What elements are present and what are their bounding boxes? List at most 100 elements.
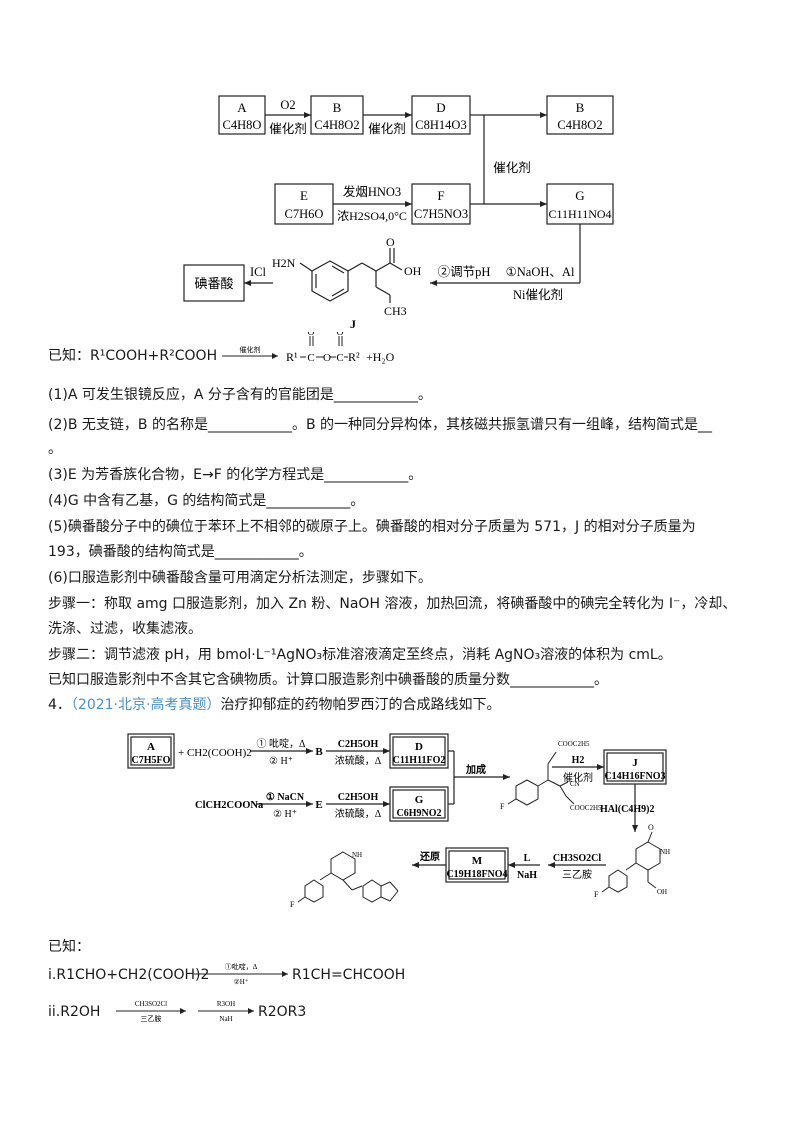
question-3: (3)E 为芳香族化合物，E→F 的化学方程式是____________。	[48, 467, 423, 483]
s2-label-b: B	[315, 746, 323, 758]
arrow-gj-top-1: ②调节pH	[438, 265, 491, 279]
j-carbonyl-o: O	[386, 235, 395, 249]
s2-arrow-ms-top: CH3SO2Cl	[553, 853, 602, 864]
question-5: (5)碘番酸分子中的碘位于苯环上不相邻的碳原子上。碘番酸的相对分子质量为 571…	[48, 519, 696, 535]
known-2-i-left: i.R1CHO+CH2(COOH)2	[48, 967, 210, 983]
s2-arrow-ab-top: ① 吡啶，Δ	[257, 737, 306, 750]
arrow-icl-label: ICl	[250, 265, 267, 279]
question-5-cont: 193，碘番酸的结构简式是____________。	[48, 544, 313, 560]
box-e-letter: E	[300, 188, 308, 203]
known-1-diagram: 催化剂 R¹ R² +H₂O C O C O O	[222, 332, 395, 364]
known-2-i-cond-top: ①吡啶，Δ	[225, 962, 258, 971]
s2-arrow-e-bottom: ② H⁺	[273, 809, 297, 820]
known-2-ii-cond1-top: CH3SO2Cl	[135, 1000, 167, 1008]
s2-arrow-bd-top: C2H5OH	[338, 739, 379, 750]
s2-arrow-ab-bottom: ② H⁺	[269, 756, 293, 767]
s2-arrow-l-bottom: NaH	[517, 870, 537, 881]
s2-box-d-letter: D	[415, 741, 423, 753]
box-b2-formula: C4H8O2	[557, 118, 602, 132]
s2-arrow-j-bottom: 催化剂	[563, 771, 593, 784]
s2-arrow-j-top: H2	[572, 755, 585, 766]
s2-box-g-letter: G	[415, 794, 424, 806]
s2-ester-label-1: COOC2H5	[558, 740, 590, 748]
known-2-ii: ii.R2OH	[48, 1002, 100, 1022]
s2-box-d-formula: C11H11FO2	[393, 755, 446, 766]
s2-arrow-reduce: 还原	[419, 850, 440, 863]
structure-j	[299, 248, 403, 303]
s2-addition-product	[507, 751, 575, 806]
question-6-step-2: 步骤二：调节滤液 pH，用 bmol·L⁻¹AgNO₃标准溶液滴定至终点，消耗 …	[48, 647, 672, 663]
box-f-letter: F	[437, 188, 444, 203]
s2-arrow-bd-bottom: 浓硫酸，Δ	[335, 754, 382, 767]
known-2-ii-left: ii.R2OH	[48, 1004, 101, 1020]
s2-arrow-e-top: ① NaCN	[266, 792, 305, 803]
box-b2-letter: B	[576, 100, 585, 115]
box-f-formula: C7H5NO3	[414, 207, 468, 221]
known-2-ii-right: R2OR3	[258, 1004, 307, 1020]
question-6-final: 已知口服造影剂中不含其它含碘物质。计算口服造影剂中碘番酸的质量分数_______…	[48, 672, 608, 688]
known-2-i: i.R1CHO+CH2(COOH)2	[48, 965, 209, 985]
s2-arrow-eg-bottom: 浓硫酸，Δ	[335, 807, 382, 820]
known-1: 已知：R¹COOH+R²COOH	[48, 346, 217, 366]
s2-box-m-formula: C19H18FNO4	[446, 869, 507, 880]
arrow-dg-label: 催化剂	[493, 160, 531, 175]
j-label: J	[350, 317, 356, 331]
q4-text: 治疗抑郁症的药物帕罗西汀的合成路线如下。	[220, 697, 501, 713]
s2-f-label-2: F	[594, 890, 599, 899]
box-d-letter: D	[436, 100, 445, 115]
j-oh: OH	[404, 264, 422, 278]
s2-label-e: E	[315, 799, 322, 811]
s2-box-j-letter: J	[632, 757, 638, 769]
j-nh2: H2N	[272, 256, 296, 270]
s2-box-m-letter: M	[472, 855, 483, 867]
s2-f-label-3: F	[290, 900, 295, 909]
s2-arrow-l-top: L	[524, 853, 531, 864]
s2-box-j-formula: C14H16FNO3	[604, 771, 665, 782]
scheme-2-diagram: A C7H5FO D C11H11FO2 G C6H9NO2 J C14H16F…	[127, 733, 670, 909]
svg-text:C: C	[336, 352, 343, 364]
scheme-1-diagram: A C4H8O B C4H8O2 D C8H14O3 B C4H8O2 E C7…	[183, 95, 614, 331]
s2-arrow-hal: HAl(C4H9)2	[600, 804, 654, 815]
question-6-step-1: 步骤一：称取 amg 口服造影剂，加入 Zn 粉、NaOH 溶液，加热回流，将碘…	[48, 596, 737, 612]
known-2-ii-cond2-bottom: NaH	[219, 1015, 232, 1023]
known-2-i-right: R1CH=CHCOOH	[292, 967, 406, 983]
s2-malonic: + CH2(COOH)2	[178, 747, 252, 759]
s2-box-a-formula: C7H5FO	[132, 755, 171, 766]
s2-arrow-ms-bottom: 三乙胺	[562, 868, 592, 881]
arrow-bd-label: 催化剂	[368, 121, 406, 136]
s2-box-a-letter: A	[147, 741, 155, 753]
j-ch3: CH3	[384, 304, 407, 318]
svg-text:O: O	[307, 332, 314, 338]
question-2-cont: 。	[48, 441, 62, 457]
svg-text:O: O	[323, 352, 331, 364]
known-2-ii-arrows: CH3SO2Cl 三乙胺 R3OH NaH	[116, 1000, 254, 1023]
known-2-prefix: 已知：	[48, 939, 90, 955]
s2-join-label: 加成	[465, 763, 486, 776]
question-2: (2)B 无支链，B 的名称是____________。B 的一种同分异构体，其…	[48, 417, 712, 433]
arrow-ab-bottom: 催化剂	[269, 121, 307, 136]
known-1-prefix: 已知：	[48, 348, 90, 364]
s2-cn-label: CN	[570, 780, 580, 788]
box-a-formula: C4H8O	[223, 118, 262, 132]
arrow-gj-top-2: ①NaOH、Al	[506, 265, 575, 279]
box-b-letter: B	[333, 100, 342, 115]
box-g-formula: C11H11NO4	[548, 207, 611, 221]
s2-box-g-formula: C6H9NO2	[397, 808, 442, 819]
known-1-r1: R¹	[286, 350, 298, 364]
question-6-step-1-cont: 洗涤、过滤，收集滤液。	[48, 621, 202, 637]
box-b-formula: C4H8O2	[314, 118, 359, 132]
arrow-gj-bottom: Ni催化剂	[513, 287, 563, 302]
q4-number: 4．	[48, 697, 71, 713]
s2-lactam-structure	[601, 831, 661, 893]
s2-lactam-oh: OH	[657, 888, 667, 896]
iodo-box-label: 碘番酸	[194, 277, 233, 292]
question-4-header: 4．（2021·北京·高考真题）治疗抑郁症的药物帕罗西汀的合成路线如下。	[48, 695, 500, 715]
arrow-ef-top: 发烟HNO3	[343, 184, 401, 199]
known-1-r2: R²	[348, 350, 360, 364]
s2-lactam-o: O	[648, 823, 654, 832]
svg-text:C: C	[307, 352, 314, 364]
box-d-formula: C8H14O3	[415, 118, 466, 132]
q4-source: （2021·北京·高考真题）	[70, 697, 221, 713]
s2-ester-label-2: COOC2H5	[570, 804, 602, 812]
s2-box-a	[127, 733, 175, 769]
